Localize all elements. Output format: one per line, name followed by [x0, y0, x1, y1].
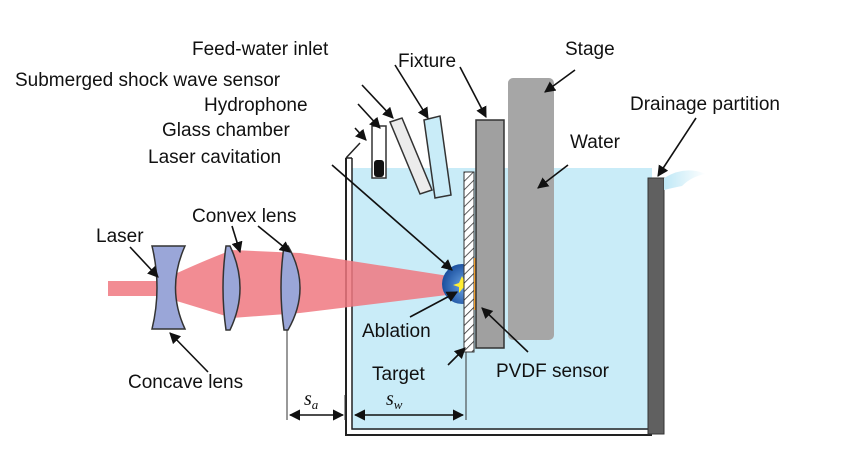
- stage-block: [508, 78, 554, 340]
- label-hydrophone: Hydrophone: [204, 95, 308, 116]
- label-fixture: Fixture: [398, 51, 456, 72]
- label-feed-water-inlet: Feed-water inlet: [192, 39, 329, 60]
- label-concave-lens: Concave lens: [128, 372, 243, 393]
- label-glass-chamber: Glass chamber: [162, 120, 290, 141]
- label-ablation: Ablation: [362, 321, 431, 342]
- label-drainage-partition: Drainage partition: [630, 94, 780, 115]
- target-plate: [463, 171, 475, 353]
- label-laser-cavitation: Laser cavitation: [148, 147, 281, 168]
- feed-water-inlet: [423, 115, 452, 199]
- label-sa: sa: [304, 388, 319, 412]
- label-submerged-sensor: Submerged shock wave sensor: [15, 70, 281, 91]
- water-splash: [664, 170, 706, 190]
- drainage-partition: [647, 177, 665, 435]
- label-sw: sw: [386, 388, 403, 412]
- label-water: Water: [570, 132, 621, 153]
- label-pvdf-sensor: PVDF sensor: [496, 361, 610, 382]
- convex-lens-1: [222, 245, 241, 331]
- convex-lens-2: [280, 245, 301, 331]
- label-target: Target: [372, 364, 426, 385]
- label-stage: Stage: [565, 39, 615, 60]
- label-convex-lens: Convex lens: [192, 206, 297, 227]
- submerged-sensor: [388, 117, 434, 195]
- label-laser: Laser: [96, 226, 144, 247]
- glass-chamber: [345, 158, 652, 436]
- fixture: [475, 119, 505, 349]
